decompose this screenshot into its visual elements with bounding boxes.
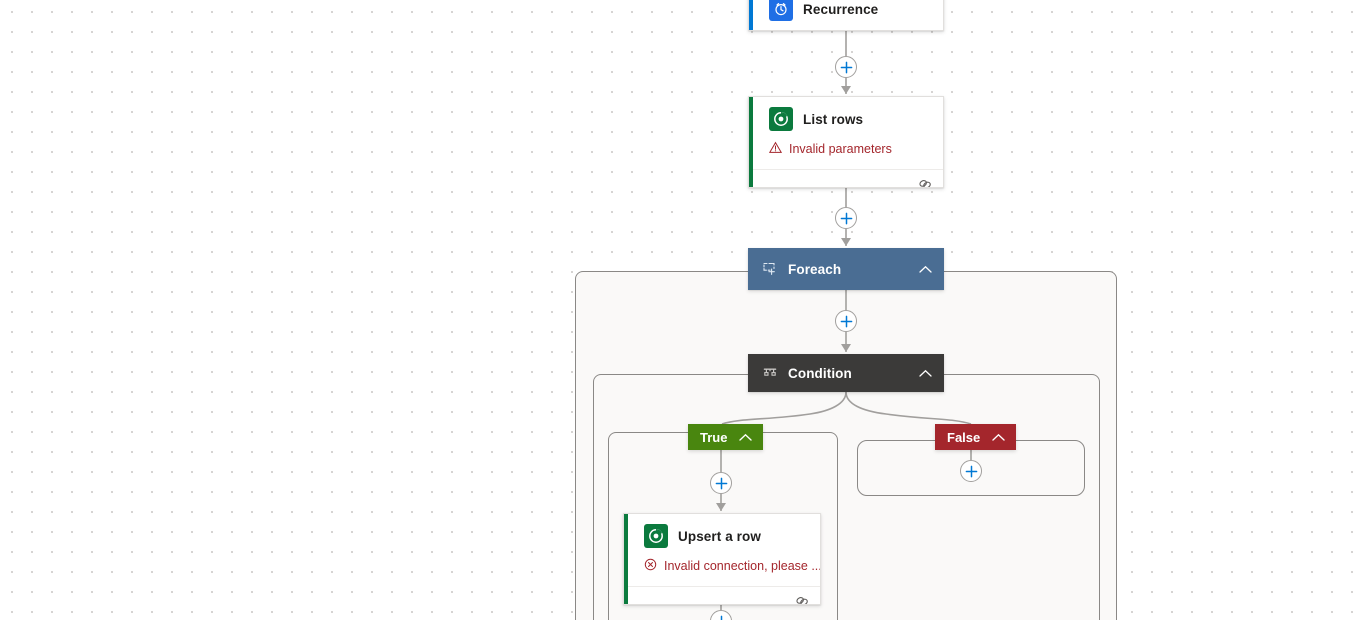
dataverse-icon bbox=[644, 524, 668, 548]
action-card-recurrence[interactable]: Recurrence bbox=[748, 0, 944, 31]
add-step-inside-foreach[interactable] bbox=[835, 310, 857, 332]
card-status-text: Invalid parameters bbox=[789, 142, 892, 156]
card-title: Upsert a row bbox=[678, 528, 761, 544]
chevron-up-icon[interactable] bbox=[918, 366, 932, 380]
card-accent-bar bbox=[749, 97, 753, 187]
add-step-after-list-rows[interactable] bbox=[835, 207, 857, 229]
error-circle-x-icon bbox=[644, 558, 657, 574]
branch-title: False bbox=[947, 429, 981, 445]
card-title: List rows bbox=[803, 111, 864, 127]
scope-header-condition[interactable]: Condition bbox=[748, 354, 944, 392]
card-footer bbox=[749, 169, 943, 187]
scope-title: Condition bbox=[788, 365, 852, 381]
branch-header-true[interactable]: True bbox=[688, 424, 764, 450]
chevron-up-icon[interactable] bbox=[739, 431, 753, 444]
scope-title: Foreach bbox=[788, 261, 842, 277]
card-footer bbox=[624, 586, 820, 604]
action-card-upsert-a-row[interactable]: Upsert a row Invalid connection, please … bbox=[623, 513, 821, 605]
card-status: Invalid connection, please ... bbox=[644, 558, 820, 586]
chevron-up-icon[interactable] bbox=[918, 262, 932, 276]
branch-header-false[interactable]: False bbox=[935, 424, 1017, 450]
add-step-inside-true[interactable] bbox=[710, 472, 732, 494]
chain-link-icon[interactable] bbox=[794, 594, 810, 604]
card-title: Recurrence bbox=[803, 1, 879, 17]
add-step-inside-false[interactable] bbox=[960, 460, 982, 482]
chain-link-icon[interactable] bbox=[917, 177, 933, 187]
branch-title: True bbox=[700, 429, 728, 445]
scope-header-foreach[interactable]: Foreach bbox=[748, 248, 944, 290]
card-accent-bar bbox=[749, 0, 753, 30]
action-card-list-rows[interactable]: List rows Invalid parameters bbox=[748, 96, 944, 188]
card-status-text: Invalid connection, please ... bbox=[664, 559, 821, 573]
card-status: Invalid parameters bbox=[768, 141, 929, 169]
add-step-after-recurrence[interactable] bbox=[835, 56, 857, 78]
warning-triangle-icon bbox=[768, 141, 783, 157]
clock-icon bbox=[769, 0, 793, 21]
dataverse-icon bbox=[769, 107, 793, 131]
card-accent-bar bbox=[624, 514, 628, 604]
condition-branch-icon bbox=[762, 365, 778, 381]
foreach-loop-icon bbox=[762, 261, 778, 277]
chevron-up-icon[interactable] bbox=[992, 431, 1005, 444]
